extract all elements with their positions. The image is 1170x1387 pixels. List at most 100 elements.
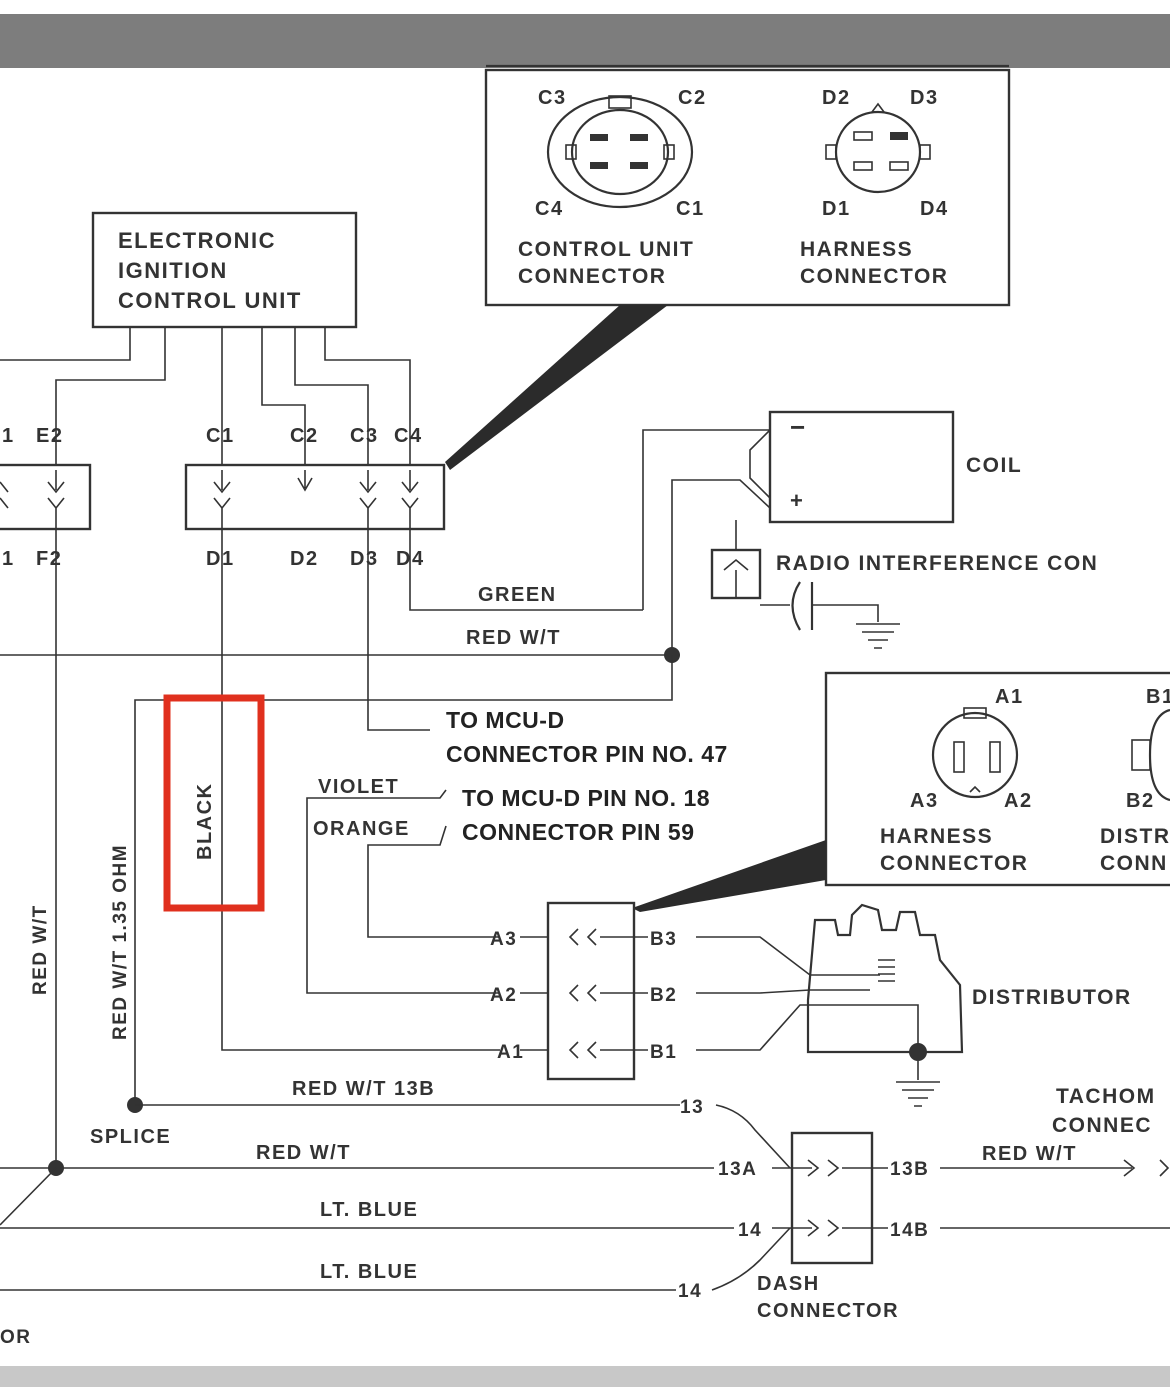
dash-pin-13: 13	[680, 1097, 704, 1118]
dash-label-1: DASH	[757, 1273, 820, 1295]
pin-f2: F2	[36, 548, 62, 570]
inset-top: C3 C2 C4 C1 CONTROL UNIT CONNECTOR D2 D3…	[484, 64, 1011, 307]
distributor-connector: A3 A2 A1 B3 B2 B1	[490, 901, 677, 1081]
dash-pin-13a: 13A	[718, 1159, 757, 1180]
pin-c4: C4	[394, 425, 423, 447]
ecu-label-line3: CONTROL UNIT	[118, 288, 302, 313]
tach-label-1: TACHOM	[1056, 1085, 1156, 1108]
dash-pin-14: 14	[738, 1220, 762, 1241]
inset-d1: D1	[822, 198, 851, 220]
dash-pin-13b: 13B	[890, 1159, 929, 1180]
wire-orange: ORANGE	[313, 818, 500, 938]
inset-dist-label-1: DISTR	[1100, 825, 1170, 848]
connector-ef: 1 E2 1 F2	[0, 425, 92, 570]
note-mcu-47-line1: TO MCU-D	[446, 707, 565, 733]
inset-d2: D2	[822, 87, 851, 109]
pin-b2: B2	[650, 985, 677, 1006]
inset-c4: C4	[535, 198, 564, 220]
inset-harness-label-1: HARNESS	[880, 825, 993, 848]
coil-label: COIL	[966, 454, 1022, 477]
connector-cd: C1 C2 C3 C4 D1 D2 D3 D4	[184, 425, 446, 570]
pin-e2: E2	[36, 425, 63, 447]
control-unit-connector-label-1: CONTROL UNIT	[518, 238, 694, 261]
dash-connector: 13 13A 14 14 13B 14B DASH CONNECTOR	[678, 1097, 929, 1322]
wire-green-label: GREEN	[478, 584, 557, 606]
dash-pin-14b: 14B	[890, 1220, 929, 1241]
inset-right: A1 A3 A2 B1 B2 HARNESS CONNECTOR DISTR C…	[824, 671, 1170, 887]
bottom-left-label: OR	[0, 1327, 32, 1348]
note-mcu-59: CONNECTOR PIN 59	[462, 819, 695, 845]
inset-a3: A3	[910, 790, 939, 812]
pin-f1: 1	[2, 548, 15, 570]
note-mcu-18: TO MCU-D PIN NO. 18	[462, 785, 710, 811]
distributor-icon: DISTRIBUTOR	[696, 903, 1130, 1107]
pin-a3: A3	[490, 929, 517, 950]
coil-neg-label: −	[790, 412, 807, 442]
harness-connector-label-1: HARNESS	[800, 238, 913, 261]
wire-lt-blue-1-label: LT. BLUE	[320, 1199, 418, 1221]
inset-b2: B2	[1126, 790, 1155, 812]
splice-label: SPLICE	[90, 1126, 171, 1148]
inset-c1: C1	[676, 198, 705, 220]
control-unit-connector-icon	[546, 95, 694, 209]
wire-violet-label: VIOLET	[318, 776, 399, 798]
ecu-box: ELECTRONIC IGNITION CONTROL UNIT	[91, 211, 358, 329]
pin-d1: D1	[206, 548, 235, 570]
harness-connector-icon	[825, 102, 931, 194]
pin-e1: 1	[2, 425, 15, 447]
note-mcu-47-line2: CONNECTOR PIN NO. 47	[446, 741, 728, 767]
pin-c1: C1	[206, 425, 235, 447]
wire-red-wt-vertical: RED W/T	[30, 529, 57, 1168]
inset-dist-label-2: CONN	[1100, 852, 1168, 875]
inset-a2: A2	[1004, 790, 1033, 812]
black-wire-highlight: BLACK	[163, 694, 265, 912]
wire-violet: VIOLET	[306, 776, 500, 994]
footer-bar	[0, 1366, 1170, 1387]
wire-red-wt-13b-label: RED W/T 13B	[292, 1078, 435, 1100]
wire-red-wt-13b: RED W/T 13B SPLICE	[90, 1078, 791, 1169]
wire-red-wt-vertical-label: RED W/T	[30, 904, 51, 995]
ecu-label-line1: ELECTRONIC	[118, 228, 276, 253]
wire-lt-blue-1: LT. BLUE	[0, 1199, 734, 1229]
distributor-connector-right-icon	[1131, 708, 1170, 802]
wire-red-wt-top-label: RED W/T	[466, 627, 561, 649]
inset-d3: D3	[910, 87, 939, 109]
coil-pos-label: +	[790, 488, 804, 513]
radio-capacitor: RADIO INTERFERENCE CON	[710, 520, 1098, 649]
wire-ohm-resistor: RED W/T 1.35 OHM	[110, 655, 673, 1113]
pin-d3: D3	[350, 548, 379, 570]
pin-c3: C3	[350, 425, 379, 447]
coil-leads	[642, 429, 771, 655]
pin-b3: B3	[650, 929, 677, 950]
wire-lt-blue-2-label: LT. BLUE	[320, 1261, 418, 1283]
harness-connector-right-icon	[931, 707, 1019, 799]
wire-ohm-label: RED W/T 1.35 OHM	[110, 844, 131, 1040]
dash-pin-14-lower: 14	[678, 1281, 702, 1302]
wire-black-label: BLACK	[194, 783, 216, 861]
inset-a1: A1	[995, 686, 1024, 708]
callout-wedge-top	[445, 305, 668, 470]
header-bar	[0, 14, 1170, 68]
wire-red-wt-mid-label: RED W/T	[256, 1142, 351, 1164]
inset-c3: C3	[538, 87, 567, 109]
callout-wedge-right	[632, 840, 826, 912]
harness-connector-label-2: CONNECTOR	[800, 265, 948, 288]
wire-red-wt-tach-label: RED W/T	[982, 1143, 1077, 1165]
ecu-leads	[0, 327, 411, 470]
wire-lt-blue-2: LT. BLUE	[0, 1227, 791, 1291]
radio-interference-label: RADIO INTERFERENCE CON	[776, 552, 1098, 575]
wire-black	[221, 529, 500, 1051]
tach-output: RED W/T TACHOM CONNEC	[940, 1085, 1170, 1229]
pin-a2: A2	[490, 985, 517, 1006]
pin-b1: B1	[650, 1042, 677, 1063]
dash-label-2: CONNECTOR	[757, 1300, 899, 1322]
pin-d2: D2	[290, 548, 319, 570]
wire-red-wt-top: RED W/T	[0, 627, 680, 663]
coil: − + COIL	[768, 410, 1022, 524]
wire-d3-to-mcu	[367, 529, 430, 731]
inset-c2: C2	[678, 87, 707, 109]
inset-b1: B1	[1146, 686, 1170, 708]
wire-orange-label: ORANGE	[313, 818, 410, 840]
tach-label-2: CONNEC	[1052, 1114, 1152, 1137]
